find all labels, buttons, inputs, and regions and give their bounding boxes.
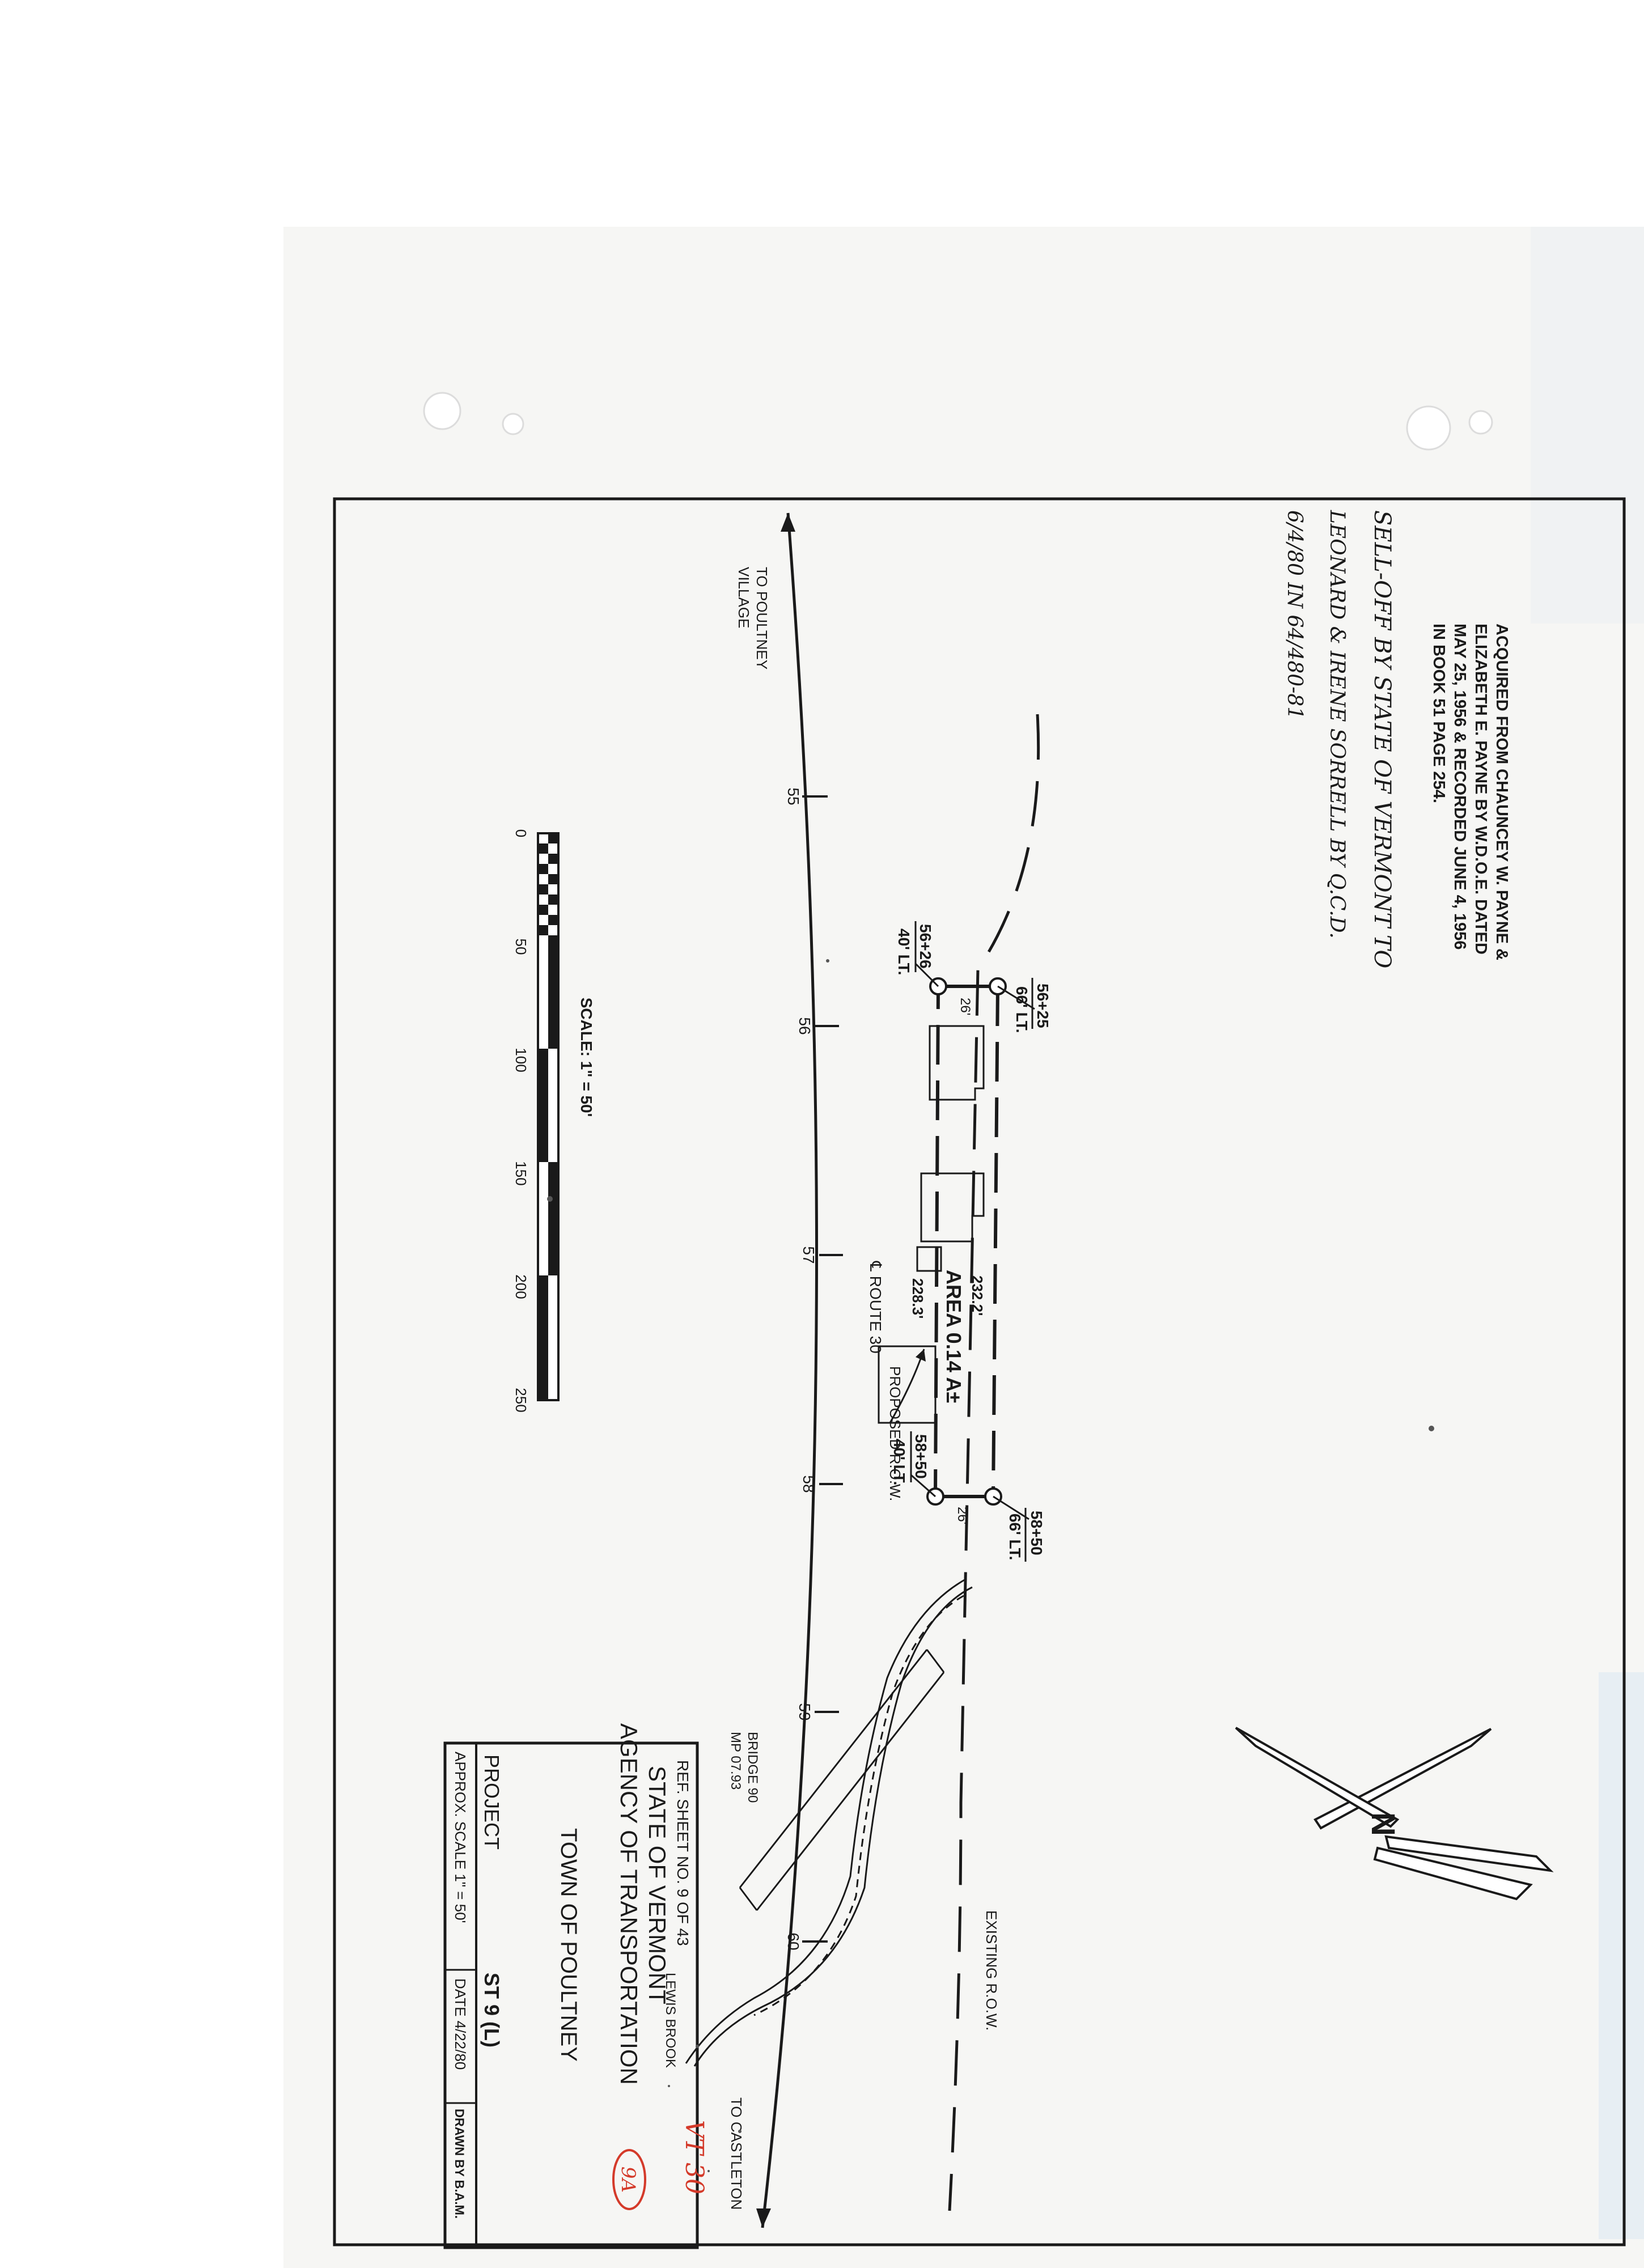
deed-note: ACQUIRED FROM CHAUNCEY W. PAYNE & ELIZAB… <box>1430 624 1511 960</box>
existing-row-label: EXISTING R.O.W. <box>983 1910 1000 2030</box>
callout-station: 56+25 <box>1034 983 1052 1028</box>
north-arrow-label: N <box>1365 1812 1401 1836</box>
sheet-date: DATE 4/22/80 <box>452 1978 469 2070</box>
callout-leader <box>993 1495 1029 1520</box>
callout-offset: 66' LT. <box>1006 1514 1024 1560</box>
station-label: 57 <box>800 1246 817 1264</box>
drawn-by: DRAWN BY B.A.M. <box>452 2109 467 2219</box>
scale-label: SCALE: 1" = 50' <box>578 998 595 1117</box>
brook-label: LEWIS BROOK <box>663 1973 678 2068</box>
handwritten-route: VT 30 <box>680 2120 709 2194</box>
arrow-east <box>756 2208 771 2228</box>
scale-tick: 50 <box>512 939 529 955</box>
approx-scale: APPROX. SCALE 1" = 50' <box>452 1752 469 1923</box>
to-poultney-label: VILLAGE <box>735 567 752 628</box>
deed-note-line: MAY 25, 1956 & RECORDED JUNE 4, 1956 <box>1451 624 1469 949</box>
drawing-border <box>333 497 1626 2246</box>
station-label: 58 <box>800 1475 817 1493</box>
handwritten-line: LEONARD & IRENE SORRELL BY Q.C.D. <box>1325 510 1349 939</box>
callout-offset: 66' LT. <box>1013 986 1031 1033</box>
callout-station: 58+50 <box>1028 1511 1045 1555</box>
existing-row-line <box>948 714 1040 2211</box>
arrow-west <box>781 513 795 532</box>
scale-tick: 200 <box>512 1274 529 1299</box>
handwritten-line: SELL-OFF BY STATE OF VERMONT TO <box>1369 510 1395 968</box>
station-label: 59 <box>796 1703 813 1720</box>
station-label: 55 <box>785 787 802 805</box>
to-castleton-label: TO CASTLETON <box>728 2097 745 2210</box>
lewis-brook <box>685 1578 973 2067</box>
bridge-90 <box>739 1649 945 1911</box>
project-label: PROJECT <box>480 1754 503 1850</box>
deed-note-line: ELIZABETH E. PAYNE BY W.D.O.E. DATED <box>1472 624 1490 955</box>
leader-arrowhead <box>916 1349 926 1362</box>
building <box>878 1345 937 1424</box>
plan-drawing: ACQUIRED FROM CHAUNCEY W. PAYNE & ELIZAB… <box>443 510 1554 2249</box>
scan-specks <box>547 959 1434 2172</box>
handwritten-note: SELL-OFF BY STATE OF VERMONT TO LEONARD … <box>1283 510 1395 968</box>
deed-note-line: IN BOOK 51 PAGE 254. <box>1430 624 1448 803</box>
south-line-dimension: 228.3' <box>909 1278 926 1319</box>
deed-note-line: ACQUIRED FROM CHAUNCEY W. PAYNE & <box>1493 624 1511 960</box>
title-block: REF. SHEET NO. 9 OF 43 VT 30 STATE OF VE… <box>443 1723 709 2249</box>
station-label: 56 <box>796 1017 813 1035</box>
bridge-label: MP 07.93 <box>728 1732 743 1790</box>
building <box>929 1025 985 1101</box>
scale-tick: 150 <box>512 1161 529 1185</box>
ref-sheet-number: REF. SHEET NO. 9 OF 43 <box>674 1760 692 1946</box>
project-value: ST 9 (L) <box>480 1973 503 2047</box>
punch-hole <box>423 392 461 430</box>
punch-hole <box>1468 410 1493 435</box>
callout-offset: 40' LT. <box>895 929 913 975</box>
scale-tick: 0 <box>512 829 529 837</box>
callout-offset: 40' LT. <box>891 1439 908 1485</box>
callout-leader <box>910 1474 936 1498</box>
sheet-circle <box>612 2149 646 2210</box>
north-line-dimension: 232.2' <box>969 1275 986 1316</box>
to-poultney-label: TO POULTNEY <box>753 567 770 669</box>
punch-hole <box>502 413 524 435</box>
scanned-paper <box>283 227 1644 2268</box>
route-30-centerline <box>761 512 819 2228</box>
callout-leader <box>914 963 939 987</box>
area-label: AREA 0.14 A± <box>942 1270 965 1403</box>
east-width-dimension: 26' <box>955 1507 970 1524</box>
callout-station: 56+26 <box>917 924 934 969</box>
west-width-dimension: 26' <box>957 998 973 1015</box>
bridge-label: BRIDGE 90 <box>745 1732 760 1803</box>
building <box>920 1172 985 1243</box>
north-arrow <box>1235 1727 1554 1901</box>
callout-leader <box>997 985 1035 1010</box>
building-outlines <box>878 1025 985 1424</box>
callout-station: 58+50 <box>912 1434 930 1479</box>
scale-tick: 250 <box>512 1388 529 1412</box>
state-name: STATE OF VERMONT <box>644 1766 671 2004</box>
scale-bar: 0 50 100 150 200 250 <box>512 829 560 1413</box>
station-ticks <box>802 795 843 1943</box>
centerline-label: ℄ ROUTE 30 <box>867 1261 884 1354</box>
scale-tick: 100 <box>512 1048 529 1072</box>
town-name: TOWN OF POULTNEY <box>556 1828 581 2062</box>
agency-name: AGENCY OF TRANSPORTATION <box>616 1723 642 2085</box>
proposed-row-label: PROPOSED R.O.W. <box>887 1366 904 1501</box>
shed <box>916 1246 942 1272</box>
station-label: 60 <box>785 1932 802 1950</box>
punch-hole <box>1406 405 1451 451</box>
handwritten-line: 6/4/80 IN 64/480-81 <box>1283 510 1306 719</box>
handwritten-sheet-number: 9A <box>617 2167 639 2193</box>
scan-shadow <box>1599 1672 1644 2239</box>
